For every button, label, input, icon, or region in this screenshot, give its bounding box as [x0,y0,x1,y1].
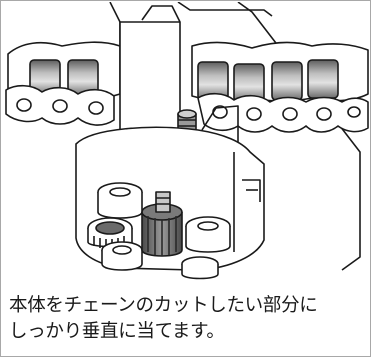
roller-chain [5,41,369,133]
caption-line-2: しっかり垂直に当てます。 [9,321,225,342]
caption-line-1: 本体をチェーンのカットしたい部分に [9,295,318,316]
socket-bolt-right [185,216,231,253]
instruction-caption: 本体をチェーンのカットしたい部分に しっかり垂直に当てます。 [9,293,364,345]
socket-bolt-left [97,182,143,219]
tool-body-back [237,2,361,271]
thumb-screw-left [87,217,133,249]
socket-bolt-bottom [181,256,219,280]
chain-cutter-illustration [5,2,369,280]
chain-rollers [29,59,339,103]
center-knob [141,191,183,257]
socket-bolt-front [101,241,143,271]
cutter-shaft [119,21,181,143]
